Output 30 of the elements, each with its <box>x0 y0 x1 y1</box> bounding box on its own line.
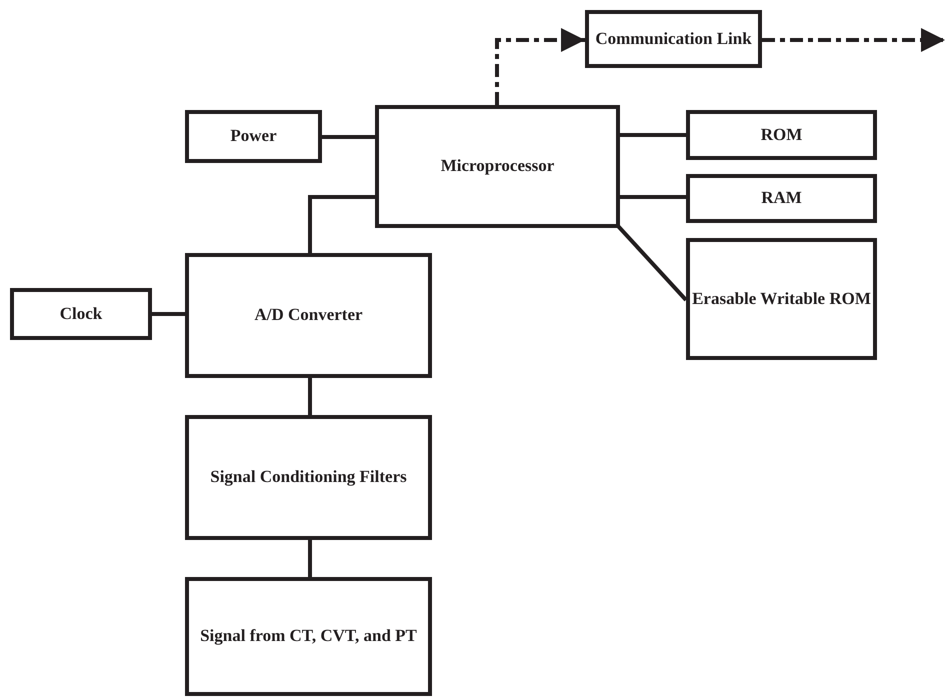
process-box <box>185 110 322 163</box>
connector-line <box>322 135 375 139</box>
box-label: Communication Link <box>595 28 752 50</box>
box-label: Signal Conditioning Filters <box>210 467 407 488</box>
process-box <box>375 105 620 228</box>
box-label: Power <box>230 126 277 147</box>
box-label: Erasable Writable ROM <box>692 288 871 310</box>
process-box <box>185 253 432 378</box>
box-label: Signal from CT, CVT, and PT <box>200 626 417 647</box>
arrow <box>762 28 945 52</box>
process-box <box>686 110 877 160</box>
arrow <box>495 28 585 105</box>
process-box <box>585 10 762 68</box>
connector-line <box>620 195 686 199</box>
process-box <box>10 288 152 340</box>
connector-line <box>152 312 185 316</box>
process-box <box>686 174 877 223</box>
connector-line <box>620 133 686 137</box>
connector-line <box>616 224 688 302</box>
box-label: Microprocessor <box>440 156 554 177</box>
box-label: Clock <box>60 304 102 324</box>
box-label: RAM <box>761 188 802 209</box>
connector-line <box>308 195 375 253</box>
process-box <box>185 577 432 696</box>
box-label: ROM <box>760 124 802 146</box>
connector-line <box>308 378 312 415</box>
connector-line <box>308 540 312 577</box>
process-box <box>686 238 877 360</box>
process-box <box>185 415 432 540</box>
box-label: A/D Converter <box>254 305 363 326</box>
